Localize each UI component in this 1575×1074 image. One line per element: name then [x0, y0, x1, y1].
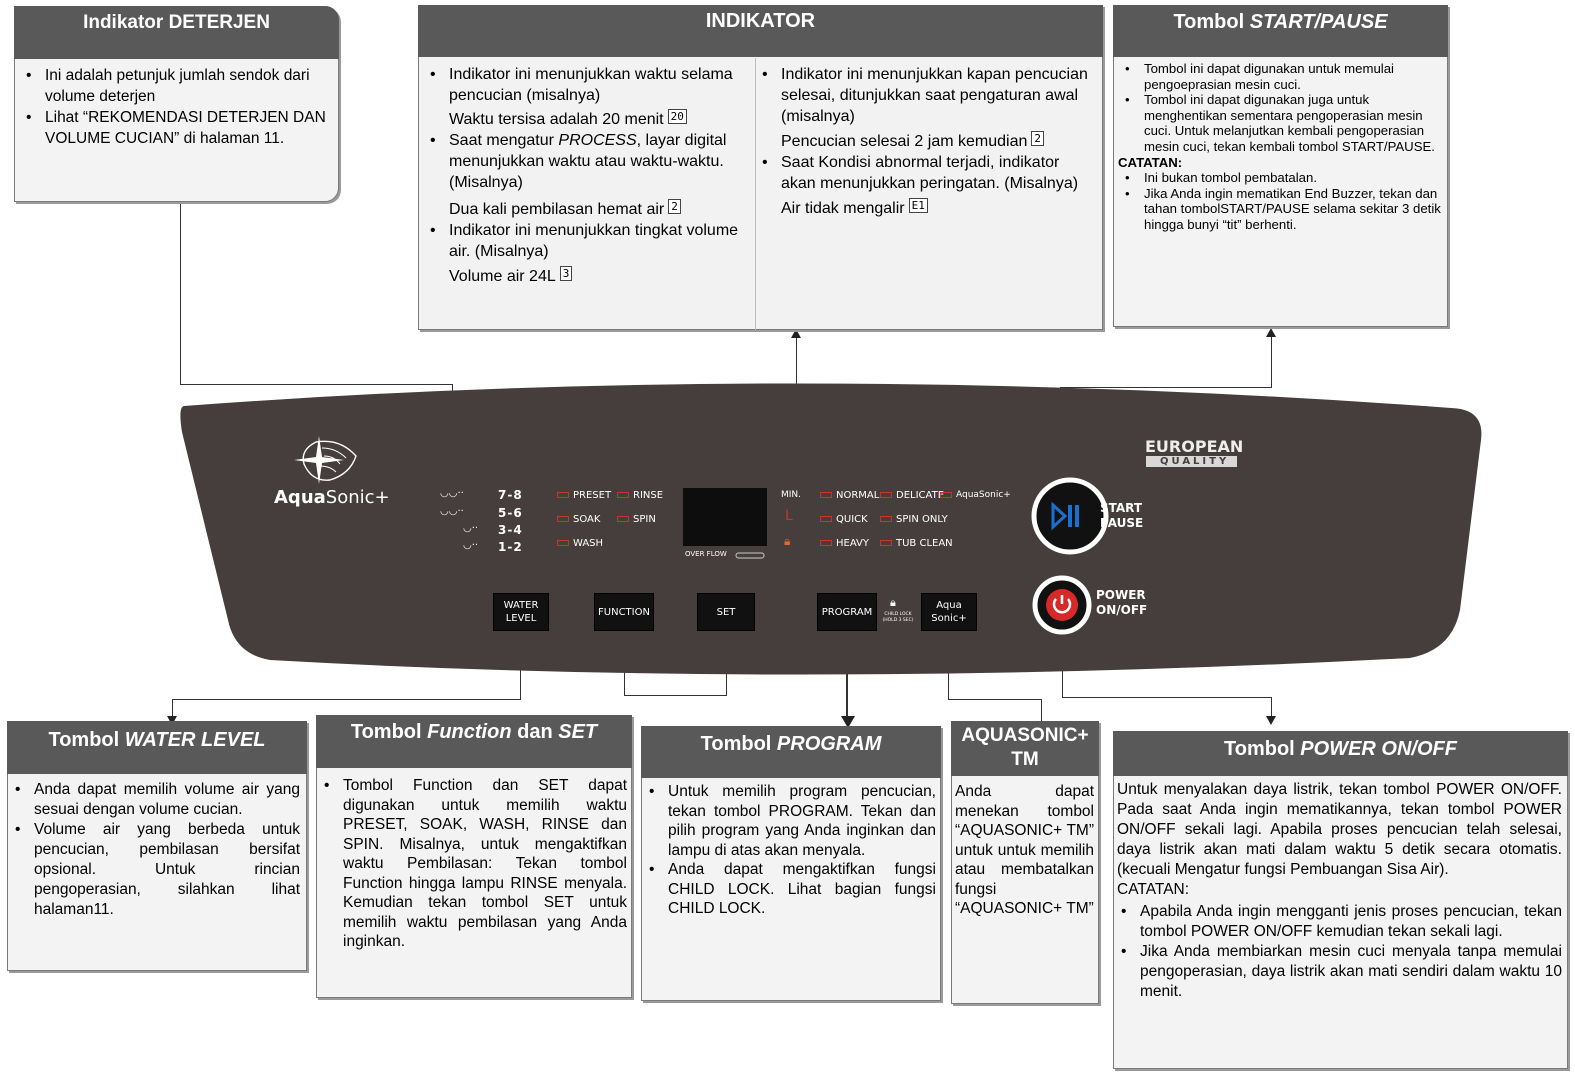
power-label[interactable]: POWER ON/OFF — [1096, 588, 1148, 617]
display-digit: 20 — [667, 109, 687, 124]
lock-icon: 🔒︎ — [784, 534, 791, 548]
led-spin-only: SPIN ONLY — [896, 514, 948, 525]
program-item: Anda dapat mengaktifkan fungsi CHILD LOC… — [642, 860, 936, 919]
power-button-ring — [1032, 575, 1092, 635]
led-aquasonic: AquaSonic+ — [956, 490, 1011, 500]
note-label: CATATAN: — [1118, 154, 1183, 170]
power-text: Untuk menyalakan daya listrik, tekan tom… — [1117, 781, 1562, 878]
aquasonic-title: AQUASONIC+ TM — [951, 721, 1099, 776]
program-box: Tombol PROGRAM Untuk memilih program pen… — [641, 726, 941, 1001]
child-lock-icon: 🔒︎ — [890, 596, 896, 609]
european-label: EUROPEAN — [1145, 437, 1244, 456]
display-digit: E1 — [908, 198, 928, 213]
display-digit: 2 — [1031, 131, 1044, 146]
overflow-label: OVER FLOW — [685, 550, 727, 558]
detergent-item: Ini adalah petunjuk jumlah sendok dari v… — [19, 65, 332, 107]
display-digit: 3 — [559, 266, 573, 281]
digital-display — [683, 488, 767, 546]
program-title: Tombol PROGRAM — [641, 726, 941, 778]
led-normal: NORMAL — [836, 490, 880, 501]
water-level-box: Tombol WATER LEVEL Anda dapat memilih vo… — [7, 721, 307, 971]
water-level-item: Volume air yang berbeda untuk pencucian,… — [8, 820, 300, 920]
indicator-item: Indikator ini menunjukkan waktu selama p… — [423, 64, 749, 130]
function-set-item: Tombol Function dan SET dapat digunakan … — [317, 776, 627, 952]
indicator-item: Indikator ini menunjukkan tingkat volume… — [423, 220, 749, 287]
indicator-left-list: Indikator ini menunjukkan waktu selama p… — [423, 64, 749, 287]
min-label: MIN. — [781, 490, 802, 500]
start-pause-item: Tombol ini dapat digunakan juga untuk me… — [1118, 92, 1441, 154]
detergent-title: Indikator DETERJEN — [14, 6, 339, 59]
start-pause-label[interactable]: START PAUSE — [1100, 501, 1144, 530]
display-digit: 2 — [668, 199, 681, 214]
function-set-box: Tombol Function dan SET Tombol Function … — [316, 715, 632, 998]
indicator-item: Indikator ini menunjukkan kapan pencucia… — [755, 64, 1095, 152]
program-button[interactable]: PROGRAM — [817, 593, 877, 631]
led-spin: SPIN — [633, 514, 656, 525]
led-quick: QUICK — [836, 514, 868, 525]
program-item: Untuk memilih program pencucian, tekan t… — [642, 782, 936, 860]
led-rinse: RINSE — [633, 490, 664, 501]
power-note: Apabila Anda ingin mengganti jenis prose… — [1114, 902, 1562, 942]
indicator-right-list: Indikator ini menunjukkan kapan pencucia… — [755, 64, 1095, 219]
function-button[interactable]: FUNCTION — [594, 593, 654, 631]
water-level-7-8: 7-8 — [498, 488, 523, 502]
detergent-indicator-box: Indikator DETERJEN Ini adalah petunjuk j… — [14, 6, 339, 202]
led-wash: WASH — [573, 538, 604, 549]
water-level-1-2: 1-2 — [498, 540, 523, 554]
start-pause-note: Ini bukan tombol pembatalan. — [1118, 170, 1441, 186]
start-pause-box: Tombol START/PAUSE Tombol ini dapat digu… — [1113, 5, 1448, 327]
aquasonic-button[interactable]: Aqua Sonic+ — [921, 593, 977, 631]
power-note: Jika Anda membiarkan mesin cuci menyala … — [1114, 942, 1562, 1002]
start-pause-button-ring — [1031, 477, 1109, 555]
water-level-item: Anda dapat memilih volume air yang sesua… — [8, 780, 300, 820]
set-button[interactable]: SET — [697, 593, 755, 631]
aquasonic-box: AQUASONIC+ TM Anda dapat menekan tombol … — [951, 721, 1099, 1004]
water-level-button[interactable]: WATER LEVEL — [493, 593, 549, 631]
indicator-item: Saat Kondisi abnormal terjadi, indikator… — [755, 152, 1095, 219]
detergent-item: Lihat “REKOMENDASI DETERJEN DAN VOLUME C… — [19, 107, 332, 149]
led-delicate: DELICATE — [896, 490, 945, 501]
aquasonic-text: Anda dapat menekan tombol “AQUASONIC+ TM… — [955, 783, 1094, 917]
start-pause-title: Tombol START/PAUSE — [1113, 5, 1448, 57]
function-set-title: Tombol Function dan SET — [316, 715, 632, 768]
brand-logo: AquaSonic+ — [274, 487, 390, 508]
led-soak: SOAK — [573, 514, 601, 525]
shell-logo-icon — [294, 436, 357, 484]
water-level-5-6: 5-6 — [498, 506, 523, 520]
led-heavy: HEAVY — [836, 538, 869, 549]
led-preset: PRESET — [573, 490, 612, 501]
child-lock-label: CHILD LOCK (HOLD 3 SEC) — [882, 612, 914, 623]
water-level-title: Tombol WATER LEVEL — [7, 721, 307, 774]
quality-label: QUALITY — [1160, 456, 1230, 467]
indicator-box: INDIKATOR Indikator ini menunjukkan wakt… — [418, 5, 1103, 330]
indicator-title: INDIKATOR — [418, 5, 1103, 57]
led-tub-clean: TUB CLEAN — [896, 538, 953, 549]
power-box: Tombol POWER ON/OFF Untuk menyalakan day… — [1113, 731, 1568, 1069]
water-level-3-4: 3-4 — [498, 523, 523, 537]
start-pause-note: Jika Anda ingin mematikan End Buzzer, te… — [1118, 186, 1441, 233]
note-label: CATATAN: — [1117, 881, 1190, 898]
indicator-item: Saat mengatur PROCESS, layar digital men… — [423, 130, 749, 220]
power-title: Tombol POWER ON/OFF — [1113, 731, 1568, 776]
start-pause-item: Tombol ini dapat digunakan untuk memulai… — [1118, 61, 1441, 92]
